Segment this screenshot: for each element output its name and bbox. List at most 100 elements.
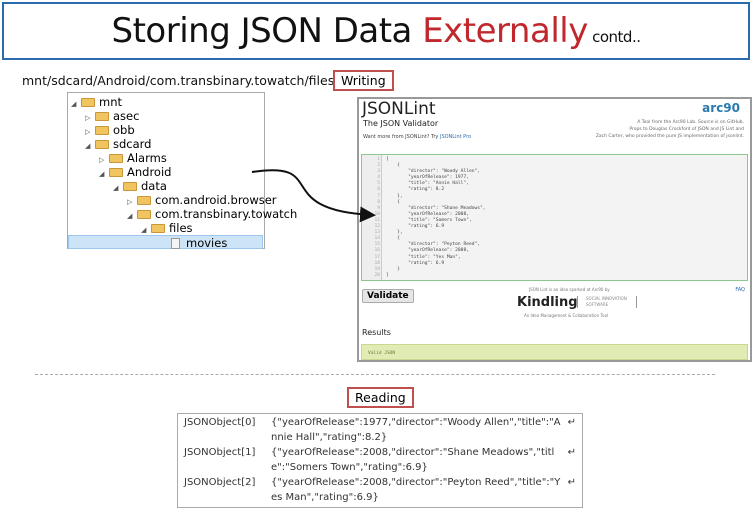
code-line: 11 "title": "Somers Town", [362, 218, 747, 224]
collapsed-triangle-icon[interactable]: ▷ [85, 114, 91, 122]
jsonlint-subtitle: The JSON Validator [363, 119, 439, 128]
code-line: 15 "director": "Peyton Reed", [362, 242, 747, 248]
reading-label: Reading [347, 387, 414, 408]
folder-icon [109, 154, 123, 163]
tree-node-label: com.transbinary.towatch [155, 207, 298, 221]
row-value: {"yearOfRelease":2008,"director":"Shane … [271, 446, 576, 475]
sparked-text: JSON Lint is an idea sparked at Arc90 by [529, 287, 610, 292]
collapsed-triangle-icon[interactable]: ▷ [99, 156, 105, 164]
tree-node-label: data [141, 179, 167, 193]
writing-label: Writing [333, 70, 394, 91]
line-number: 17 [374, 254, 380, 260]
validate-button[interactable]: Validate [362, 289, 414, 303]
row-value-text: {"yearOfRelease":1977,"director":"Woody … [271, 417, 561, 443]
code-line: 9 "director": "Shane Meadows", [362, 206, 747, 212]
code-line: 19 } [362, 267, 747, 273]
return-arrow-icon: ↵ [567, 447, 576, 458]
expanded-triangle-icon[interactable]: ◢ [141, 226, 147, 234]
folder-icon [123, 182, 137, 191]
expanded-triangle-icon[interactable]: ◢ [127, 212, 133, 220]
line-number: 4 [377, 175, 380, 181]
tree-node[interactable]: ◢sdcard [68, 137, 264, 151]
code-line: 8 { [362, 200, 747, 206]
file-tree: ◢mnt▷asec▷obb◢sdcard▷Alarms◢Android◢data… [67, 92, 297, 250]
code-line: 1[ [362, 157, 747, 163]
code-text: "title": "Yes Man", [386, 254, 461, 260]
expanded-triangle-icon[interactable]: ◢ [85, 142, 91, 150]
folder-icon [137, 210, 151, 219]
jsonlint-pro-link[interactable]: JSONLint Pro [439, 134, 472, 140]
code-text: { [386, 163, 400, 169]
code-text: } [386, 266, 400, 272]
collapsed-triangle-icon[interactable]: ▷ [85, 128, 91, 136]
tree-node[interactable]: ▷obb [68, 123, 264, 137]
tree-node[interactable]: ◢ com.transbinary.towatch [68, 207, 297, 221]
kindling-tagline: SOCIAL INNOVATION SOFTWARE [577, 296, 637, 308]
jsonlint-screenshot: JSONLint The JSON Validator Want more fr… [357, 97, 752, 362]
return-arrow-icon: ↵ [567, 477, 576, 488]
json-editor[interactable]: 1[2 {3 "director": "Woody Allen",4 "year… [361, 154, 748, 281]
folder-icon [151, 224, 165, 233]
tree-node[interactable]: ▷ Alarms [68, 151, 264, 165]
slide-title: Storing JSON Data Externally contd.. [4, 4, 748, 64]
code-text: "title": "Annie Hall", [386, 181, 469, 187]
credit-line: A Tool from the Arc90 Lab. Source is on … [637, 120, 744, 125]
row-value: {"yearOfRelease":2008,"director":"Peyton… [271, 476, 576, 505]
row-value-text: {"yearOfRelease":2008,"director":"Peyton… [271, 477, 561, 503]
collapsed-triangle-icon[interactable]: ▷ [127, 198, 133, 206]
code-line: 3 "director": "Woody Allen", [362, 169, 747, 175]
expanded-triangle-icon[interactable]: ◢ [99, 170, 105, 178]
line-number: 9 [377, 205, 380, 211]
credit-line: Props to Douglas Crockford of JSON and J… [629, 127, 744, 132]
code-text: [ [386, 157, 389, 162]
tree-node-label: mnt [99, 95, 122, 109]
faq-link[interactable]: FAQ [735, 287, 745, 293]
row-value: {"yearOfRelease":1977,"director":"Woody … [271, 416, 576, 445]
code-text: "title": "Somers Town", [386, 217, 472, 223]
tree-node-label: files [169, 221, 193, 235]
line-number: 7 [377, 193, 380, 199]
code-line: 6 "rating": 8.2 [362, 187, 747, 193]
line-number: 1 [377, 157, 380, 162]
tree-node-label: Android [127, 165, 172, 179]
folder-icon [95, 126, 109, 135]
result-output: Valid JSON [361, 344, 748, 360]
file-icon [171, 238, 180, 249]
code-line: 12 "rating": 6.9 [362, 224, 747, 230]
line-number: 3 [377, 169, 380, 175]
table-row: JSONObject[1]{"yearOfRelease":2008,"dire… [184, 446, 576, 475]
return-arrow-icon: ↵ [567, 417, 576, 428]
tree-node[interactable]: ▷ asec [68, 109, 264, 123]
code-line: 16 "yearOfRelease": 2008, [362, 248, 747, 254]
title-highlight: Externally [422, 11, 588, 51]
code-text: { [386, 199, 400, 205]
folder-icon [95, 112, 109, 121]
title-suffix: contd.. [587, 28, 641, 46]
tree-node[interactable]: ◢ Android [68, 165, 264, 179]
code-text: }, [386, 230, 403, 236]
code-text: { [386, 236, 400, 242]
reading-table: JSONObject[0] {"yearOfRelease":1977,"dire… [177, 413, 583, 508]
expanded-triangle-icon[interactable]: ◢ [71, 100, 77, 108]
credits: A Tool from the Arc90 Lab. Source is on … [596, 119, 744, 140]
tree-node-label: movies [186, 236, 228, 250]
tree-node[interactable]: ◢ mnt [68, 95, 264, 109]
tree-node[interactable]: ◢ files [68, 221, 264, 235]
expanded-triangle-icon[interactable]: ◢ [113, 184, 119, 192]
tree-node[interactable]: ▷com.android.browser [68, 193, 277, 207]
tree-node-label: Alarms [127, 151, 167, 165]
folder-icon [95, 140, 109, 149]
tree-node-movies[interactable]: movies [68, 235, 263, 250]
line-number: 2 [377, 163, 380, 169]
tree-node[interactable]: ◢ data [68, 179, 264, 193]
results-heading: Results [362, 328, 391, 337]
code-line: 20] [362, 273, 747, 279]
tree-node-label: asec [113, 109, 140, 123]
line-number: 19 [374, 266, 380, 272]
folder-icon [81, 98, 95, 107]
table-row: JSONObject[0] {"yearOfRelease":1977,"dire… [184, 416, 576, 445]
row-key: JSONObject[0] [184, 417, 256, 428]
line-number: 12 [374, 224, 380, 230]
code-text: "director": "Peyton Reed", [386, 242, 481, 248]
